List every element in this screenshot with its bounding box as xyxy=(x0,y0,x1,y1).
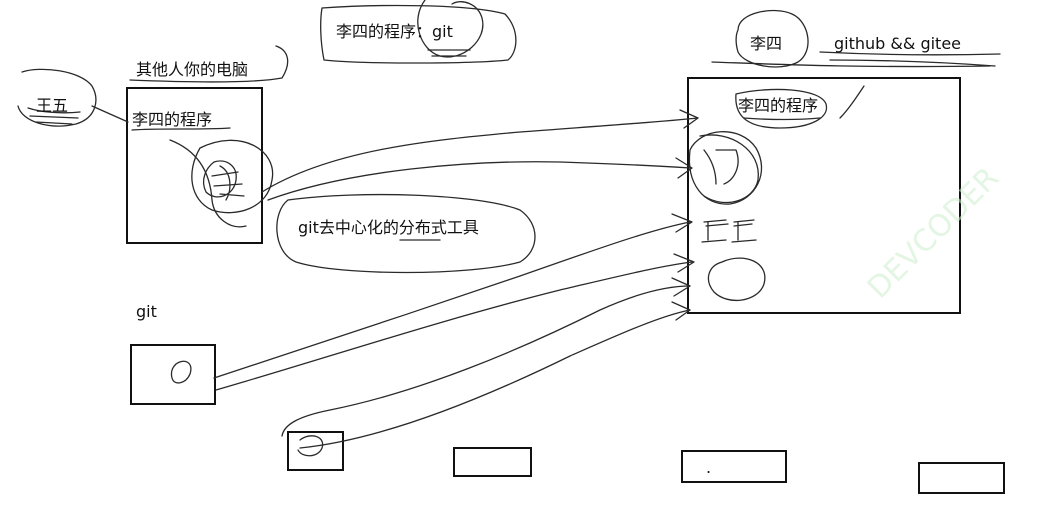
middle-label: git去中心化的分布式工具 xyxy=(298,218,479,237)
small-box-3 xyxy=(681,450,787,483)
local-caption: 其他人你的电脑 xyxy=(136,60,249,79)
local-user: 王五 xyxy=(36,96,69,115)
remote-hosts: github && gitee xyxy=(834,34,961,53)
small-box-2 xyxy=(453,447,532,477)
small-box-4 xyxy=(918,462,1005,494)
small-box-1 xyxy=(287,431,344,471)
remote-repo-box xyxy=(687,77,961,314)
git-client-box xyxy=(130,344,216,405)
local-program: 李四的程序 xyxy=(132,110,213,129)
local-to-remote-arrow xyxy=(261,117,699,193)
client-to-remote-arrow-2 xyxy=(215,261,693,391)
small-box-to-remote-arrow xyxy=(281,285,691,437)
client-to-remote-arrow xyxy=(213,221,691,379)
top-label-underline xyxy=(427,49,471,57)
dot-mark: . xyxy=(706,458,712,477)
top-label: 李四的程序：git xyxy=(336,22,453,41)
git-label: git xyxy=(136,302,157,321)
remote-owner: 李四 xyxy=(750,34,783,53)
local-to-remote-arrow-2 xyxy=(267,161,691,201)
remote-hosts-line xyxy=(829,59,996,67)
remote-program: 李四的程序 xyxy=(738,96,819,115)
small-box-to-remote-arrow-2 xyxy=(299,309,691,449)
user-to-box-line xyxy=(91,105,129,123)
remote-hosts-line-2 xyxy=(711,61,991,68)
